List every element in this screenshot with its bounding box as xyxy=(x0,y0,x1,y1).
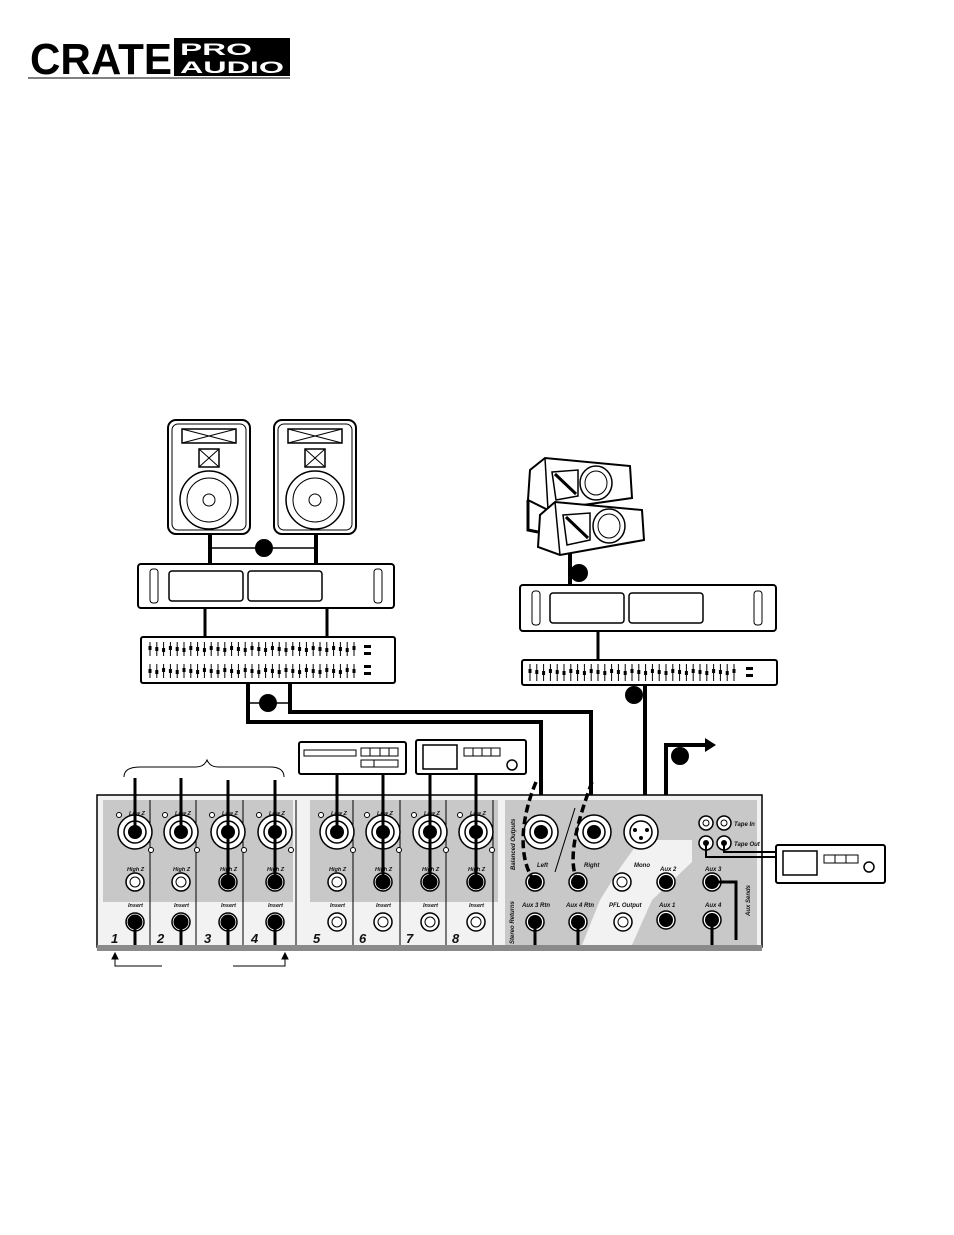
high-z-label: High Z xyxy=(329,867,347,873)
channel-number: 1 xyxy=(111,931,118,946)
crate-pro-audio-logo: CRATE PRO AUDIO xyxy=(28,35,290,84)
insert-label: Insert xyxy=(330,903,346,909)
tape-out-label: Tape Out xyxy=(734,842,761,848)
channel-number: 4 xyxy=(250,931,259,946)
aux3-return-jack xyxy=(525,872,545,892)
mixer-channel: Low Z High Z Insert 2 xyxy=(156,811,200,946)
insert-label: Insert xyxy=(268,903,284,909)
low-z-label: Low Z xyxy=(377,811,394,817)
balanced-outputs-label: Balanced Outputs xyxy=(511,818,517,870)
right-label: Right xyxy=(584,863,600,869)
speaker-cabinet-icon xyxy=(273,419,357,535)
logo-line2: AUDIO xyxy=(180,58,284,77)
balanced-left-output xyxy=(523,814,559,850)
insert-bracket xyxy=(111,951,289,967)
channel-number: 6 xyxy=(359,931,367,946)
mono-jack xyxy=(612,872,632,892)
logo-line1: PRO xyxy=(180,40,252,59)
insert-jack xyxy=(420,912,440,932)
master-section: Balanced Outputs Left Right Mono Aux 2 A… xyxy=(510,814,761,944)
tape-in-label: Tape In xyxy=(734,822,755,828)
balanced-right-output xyxy=(576,814,612,850)
insert-label: Insert xyxy=(128,903,144,909)
cd-player-icon xyxy=(298,741,407,775)
mic-brace xyxy=(123,758,285,778)
aux3-rtn-label: Aux 3 Rtn xyxy=(521,903,550,909)
insert-jack xyxy=(327,912,347,932)
aux4-rtn-label: Aux 4 Rtn xyxy=(565,903,594,909)
stereo-returns-label: Stereo Returns xyxy=(510,900,516,944)
speaker-cabinet-icon xyxy=(167,419,251,535)
left-label: Left xyxy=(537,863,549,869)
channel-number: 8 xyxy=(452,931,460,946)
channel-number: 3 xyxy=(204,931,212,946)
floor-monitor-icon xyxy=(536,500,646,557)
power-amplifier-icon xyxy=(519,584,777,632)
aux1-jack xyxy=(656,910,676,930)
connection-marker xyxy=(625,686,643,704)
high-z-input-jack xyxy=(125,872,145,892)
connection-marker xyxy=(671,747,689,765)
effects-processor-icon xyxy=(415,739,527,775)
insert-label: Insert xyxy=(423,903,439,909)
aux1-label: Aux 1 xyxy=(658,903,676,909)
low-z-label: Low Z xyxy=(269,811,286,817)
aux3-label: Aux 3 xyxy=(704,867,722,873)
aux-sends-label: Aux Sends xyxy=(746,884,752,917)
logo-brand: CRATE xyxy=(30,35,172,84)
aux2-jack xyxy=(656,872,676,892)
mono-label: Mono xyxy=(634,863,650,869)
low-z-xlr-input xyxy=(256,812,294,853)
high-z-label: High Z xyxy=(173,867,191,873)
channel-number: 7 xyxy=(406,931,414,946)
tape-in-jacks xyxy=(698,815,732,831)
low-z-label: Low Z xyxy=(175,811,192,817)
insert-label: Insert xyxy=(221,903,237,909)
connection-marker xyxy=(570,564,588,582)
insert-jack xyxy=(466,912,486,932)
mixer-cables xyxy=(133,774,776,945)
connection-marker xyxy=(259,694,277,712)
insert-label: Insert xyxy=(174,903,190,909)
insert-jack xyxy=(373,912,393,932)
channel-number: 5 xyxy=(313,931,321,946)
high-z-input-jack xyxy=(327,872,347,892)
insert-label: Insert xyxy=(469,903,485,909)
graphic-equalizer-icon xyxy=(140,636,396,684)
graphic-equalizer-icon xyxy=(521,659,778,686)
pfl-output-label: PFL Output xyxy=(609,903,643,909)
tape-deck-icon xyxy=(775,844,886,884)
high-z-label: High Z xyxy=(127,867,145,873)
connection-marker xyxy=(255,539,273,557)
high-z-input-jack xyxy=(171,872,191,892)
insert-label: Insert xyxy=(376,903,392,909)
low-z-label: Low Z xyxy=(222,811,239,817)
floor-monitor-icon xyxy=(526,456,634,534)
low-z-label: Low Z xyxy=(129,811,146,817)
pfl-output-jack xyxy=(613,912,633,932)
channel-number: 2 xyxy=(156,931,165,946)
low-z-label: Low Z xyxy=(470,811,487,817)
mono-output xyxy=(623,814,659,850)
low-z-label: Low Z xyxy=(424,811,441,817)
low-z-label: Low Z xyxy=(331,811,348,817)
aux2-label: Aux 2 xyxy=(659,867,677,873)
power-amplifier-icon xyxy=(137,563,395,609)
aux4-label: Aux 4 xyxy=(704,903,722,909)
